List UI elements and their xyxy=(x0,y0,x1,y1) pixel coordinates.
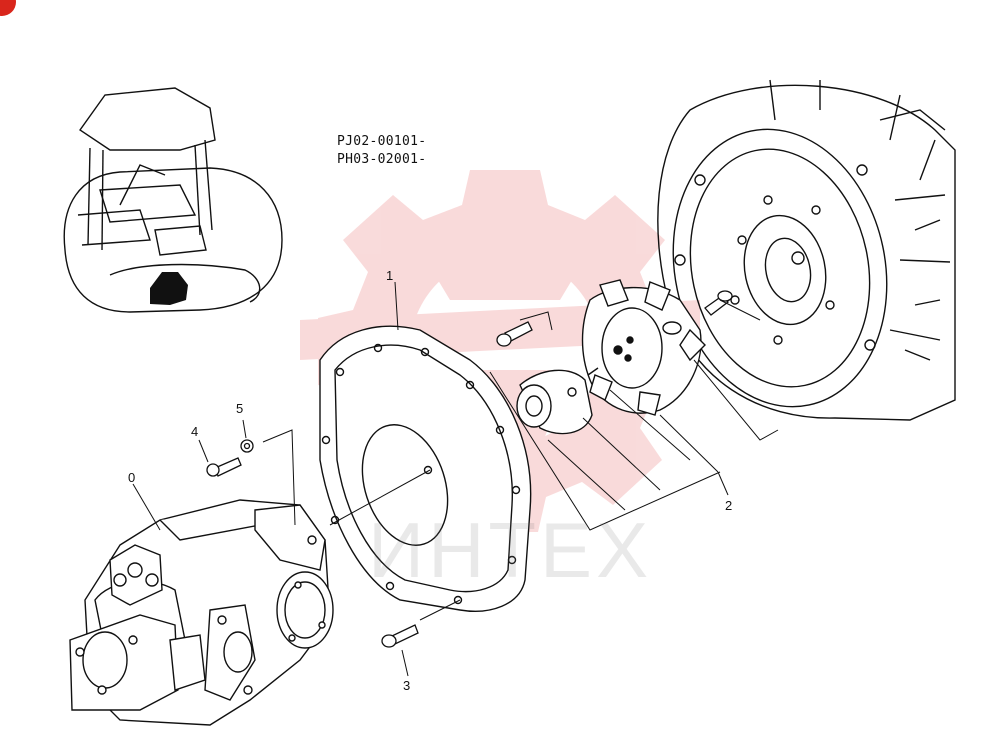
serial-range-1: PJ02-00101- xyxy=(337,134,427,149)
watermark-text: ИНТЕХ xyxy=(368,506,653,594)
callout-5: 5 xyxy=(236,401,243,416)
callout-3: 3 xyxy=(403,678,410,693)
leader-lines xyxy=(132,281,779,677)
callout-2: 2 xyxy=(725,498,732,513)
callout-0: 0 xyxy=(128,470,135,485)
serial-range-2: PH03-02001- xyxy=(337,152,427,167)
coupling-assembly xyxy=(516,279,706,435)
coupling-bolt-left xyxy=(496,321,533,347)
machine-cab-illustration xyxy=(63,87,283,313)
engine-flywheel-housing xyxy=(657,79,956,421)
pump-bolt-4 xyxy=(206,457,242,477)
washer-5 xyxy=(240,439,254,453)
callout-1: 1 xyxy=(386,268,393,283)
coupling-bolt-upper xyxy=(704,290,733,316)
callout-4: 4 xyxy=(191,424,198,439)
pump-location-marker-icon xyxy=(150,272,188,305)
plate-bolt-3 xyxy=(381,624,419,648)
adapter-plate xyxy=(319,325,532,612)
hydraulic-pump xyxy=(69,499,334,726)
